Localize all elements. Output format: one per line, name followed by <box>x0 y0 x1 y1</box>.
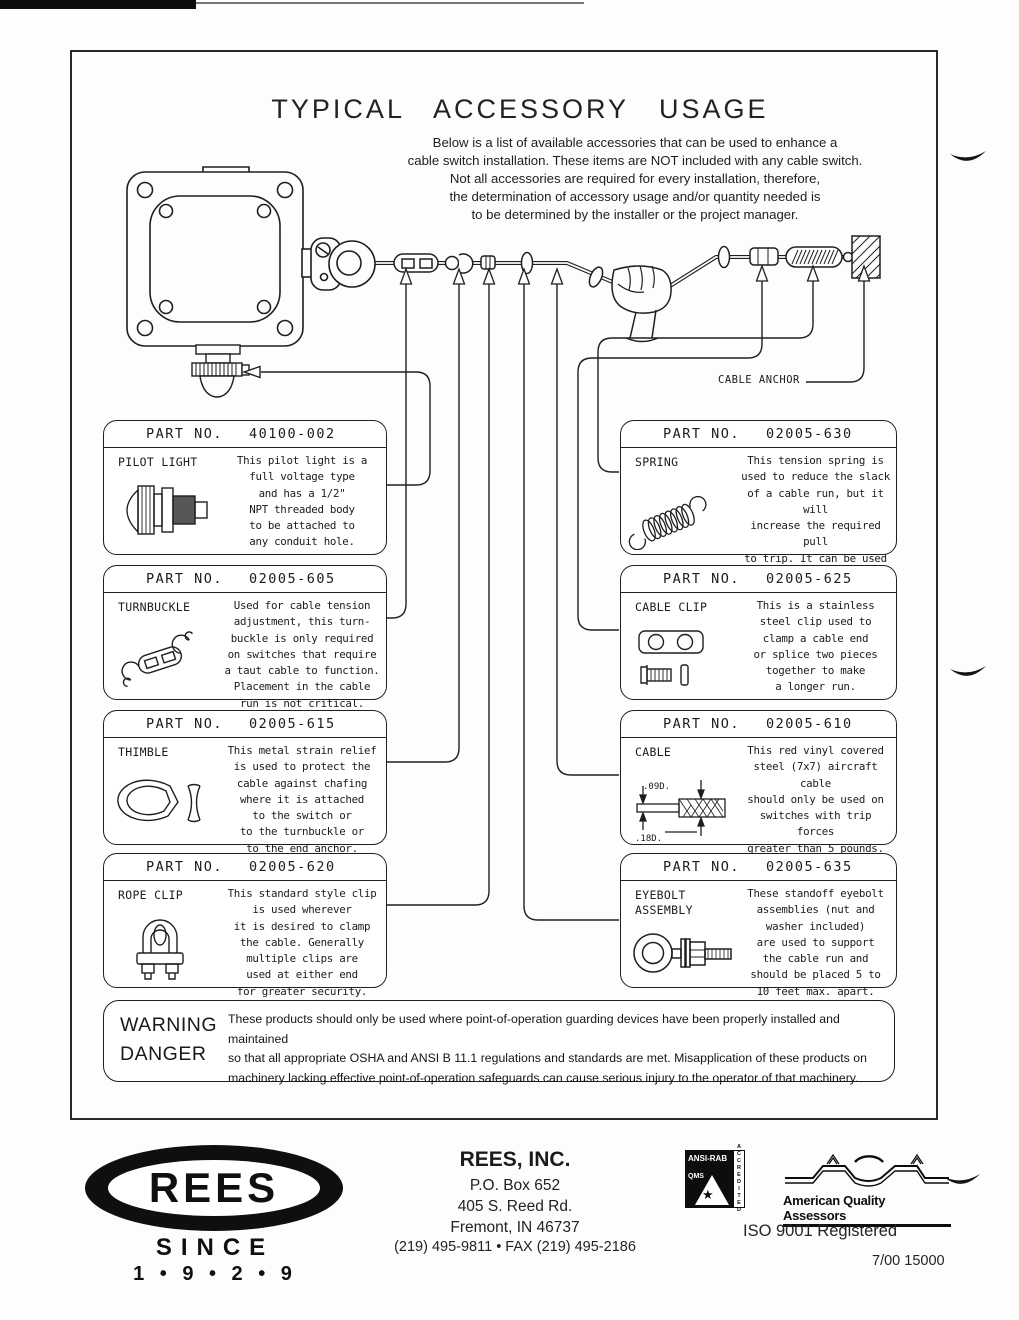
document-code: 7/00 15000 <box>872 1253 945 1269</box>
accredited-text: ACCREDITED <box>736 1144 742 1214</box>
spring-icon <box>628 495 707 550</box>
ansi-rab-logo: ANSI-RAB QMS ★ ACCREDITED <box>685 1144 749 1214</box>
part-no-value: 02005-635 <box>766 859 853 875</box>
aqa-text: American Quality Assessors <box>783 1193 951 1227</box>
part-no-label: PART NO. <box>663 859 741 875</box>
part-no-label: PART NO. <box>663 426 741 442</box>
accessory-description: This standard style clip is used whereve… <box>227 887 377 998</box>
star-icon: ★ <box>702 1187 714 1202</box>
part-no-value: 02005-630 <box>766 426 853 442</box>
page-title: TYPICAL ACCESSORY USAGE <box>271 94 769 124</box>
ansi-rab-text: ANSI-RAB <box>688 1154 728 1163</box>
accessory-name: THIMBLE <box>118 745 169 759</box>
part-no-label: PART NO. <box>146 716 224 732</box>
cable-dim-bottom: .18D. <box>635 834 663 844</box>
part-no-value: 40100-002 <box>249 426 336 442</box>
accessory-name: TURNBUCKLE <box>118 600 191 614</box>
accessory-description: This tension spring is used to reduce th… <box>741 454 890 630</box>
accessory-description: This is a stainless steel clip used to c… <box>753 599 878 694</box>
part-no-value: 02005-615 <box>249 716 336 732</box>
rope-clip-icon <box>136 919 184 980</box>
scan-mark-icon <box>944 1174 980 1184</box>
part-no-label: PART NO. <box>663 571 741 587</box>
cable-dimension-icon <box>636 780 726 836</box>
accessory-box-turnbuckle: PART NO. 02005-605 TURNBUCKLE Used for ca… <box>103 565 387 710</box>
company-name: REES, INC. <box>459 1148 571 1171</box>
aqa-logo: American Quality Assessors <box>783 1152 951 1227</box>
accessory-name: CABLE <box>635 745 672 759</box>
warning-box: WARNING DANGER These products should onl… <box>103 1000 895 1085</box>
scan-artifact-bar <box>0 0 196 9</box>
part-no-value: 02005-625 <box>766 571 853 587</box>
accessory-name: ROPE CLIP <box>118 888 184 902</box>
scan-artifact-line <box>196 2 584 4</box>
accessory-box-pilot-light: PART NO. 40100-002 PILOT LIGHT This pilot… <box>103 420 387 555</box>
part-no-label: PART NO. <box>146 571 224 587</box>
rees-logo-text: REES <box>148 1164 280 1211</box>
cable-clip-icon <box>638 630 704 686</box>
accessory-box-cable-clip: PART NO.02005-625 CABLE CLIP This is a s… <box>620 565 897 700</box>
accessory-box-thimble: PART NO. 02005-615 THIMBLE This metal str… <box>103 710 387 855</box>
part-no-label: PART NO. <box>146 859 224 875</box>
rees-logo: REES SINCE 1 • 9 • 2 • 9 <box>85 1145 345 1286</box>
accessory-description: This red vinyl covered steel (7x7) aircr… <box>747 744 884 887</box>
accessory-box-rope-clip: PART NO. 02005-620 ROPE CLIP This standar… <box>103 853 387 998</box>
warning-text: These products should only be used where… <box>228 1012 867 1085</box>
thimble-icon <box>117 779 201 823</box>
cable-dim-top: .09D. <box>643 782 671 792</box>
page-border <box>70 50 938 1120</box>
scan-mark-icon <box>950 666 986 676</box>
mountains-icon <box>785 1153 949 1187</box>
intro-paragraph: Below is a list of available accessories… <box>407 135 863 222</box>
accessory-box-spring: PART NO.02005-630 SPRING This tension sp… <box>620 420 897 630</box>
part-no-label: PART NO. <box>663 716 741 732</box>
part-no-value: 02005-610 <box>766 716 853 732</box>
iso-registered-text: ISO 9001 Registered <box>743 1222 898 1240</box>
accessory-description: These standoff eyebolt assemblies (nut a… <box>747 887 884 998</box>
accessory-name: EYEBOLT ASSEMBLY <box>635 888 693 917</box>
warning-title: WARNING DANGER <box>120 1014 218 1065</box>
scan-mark-icon <box>950 151 986 161</box>
eyebolt-icon <box>633 933 732 973</box>
part-no-value: 02005-620 <box>249 859 336 875</box>
company-address-block: REES, INC. P.O. Box 652 405 S. Reed Rd. … <box>360 1148 670 1255</box>
phone-line: (219) 495-9811 • FAX (219) 495-2186 <box>394 1239 636 1255</box>
accessory-description: This metal strain relief is used to prot… <box>227 744 377 855</box>
address-line: 405 S. Reed Rd. <box>457 1198 573 1215</box>
turnbuckle-icon <box>121 631 194 688</box>
since-label: SINCE <box>155 1234 275 1261</box>
accessory-description: This pilot light is a full voltage type … <box>236 454 368 549</box>
cable-anchor-label: CABLE ANCHOR <box>718 374 800 386</box>
accessory-box-eyebolt: PART NO. 02005-635 EYEBOLT ASSEMBLY These… <box>620 853 897 998</box>
accessory-name: PILOT LIGHT <box>118 455 198 469</box>
since-year: 1 • 9 • 2 • 9 <box>133 1263 297 1285</box>
address-line: Fremont, IN 46737 <box>450 1219 580 1236</box>
pilot-light-icon <box>126 485 208 535</box>
address-line: P.O. Box 652 <box>469 1177 561 1194</box>
rees-logo-oval: REES <box>85 1145 343 1231</box>
accessory-box-cable: PART NO. 02005-610 CABLE This red vinyl c… <box>620 710 897 887</box>
part-no-value: 02005-605 <box>249 571 336 587</box>
triangle-icon <box>695 1175 729 1205</box>
part-no-label: PART NO. <box>146 426 224 442</box>
accessory-description: Used for cable tension adjustment, this … <box>224 599 380 710</box>
